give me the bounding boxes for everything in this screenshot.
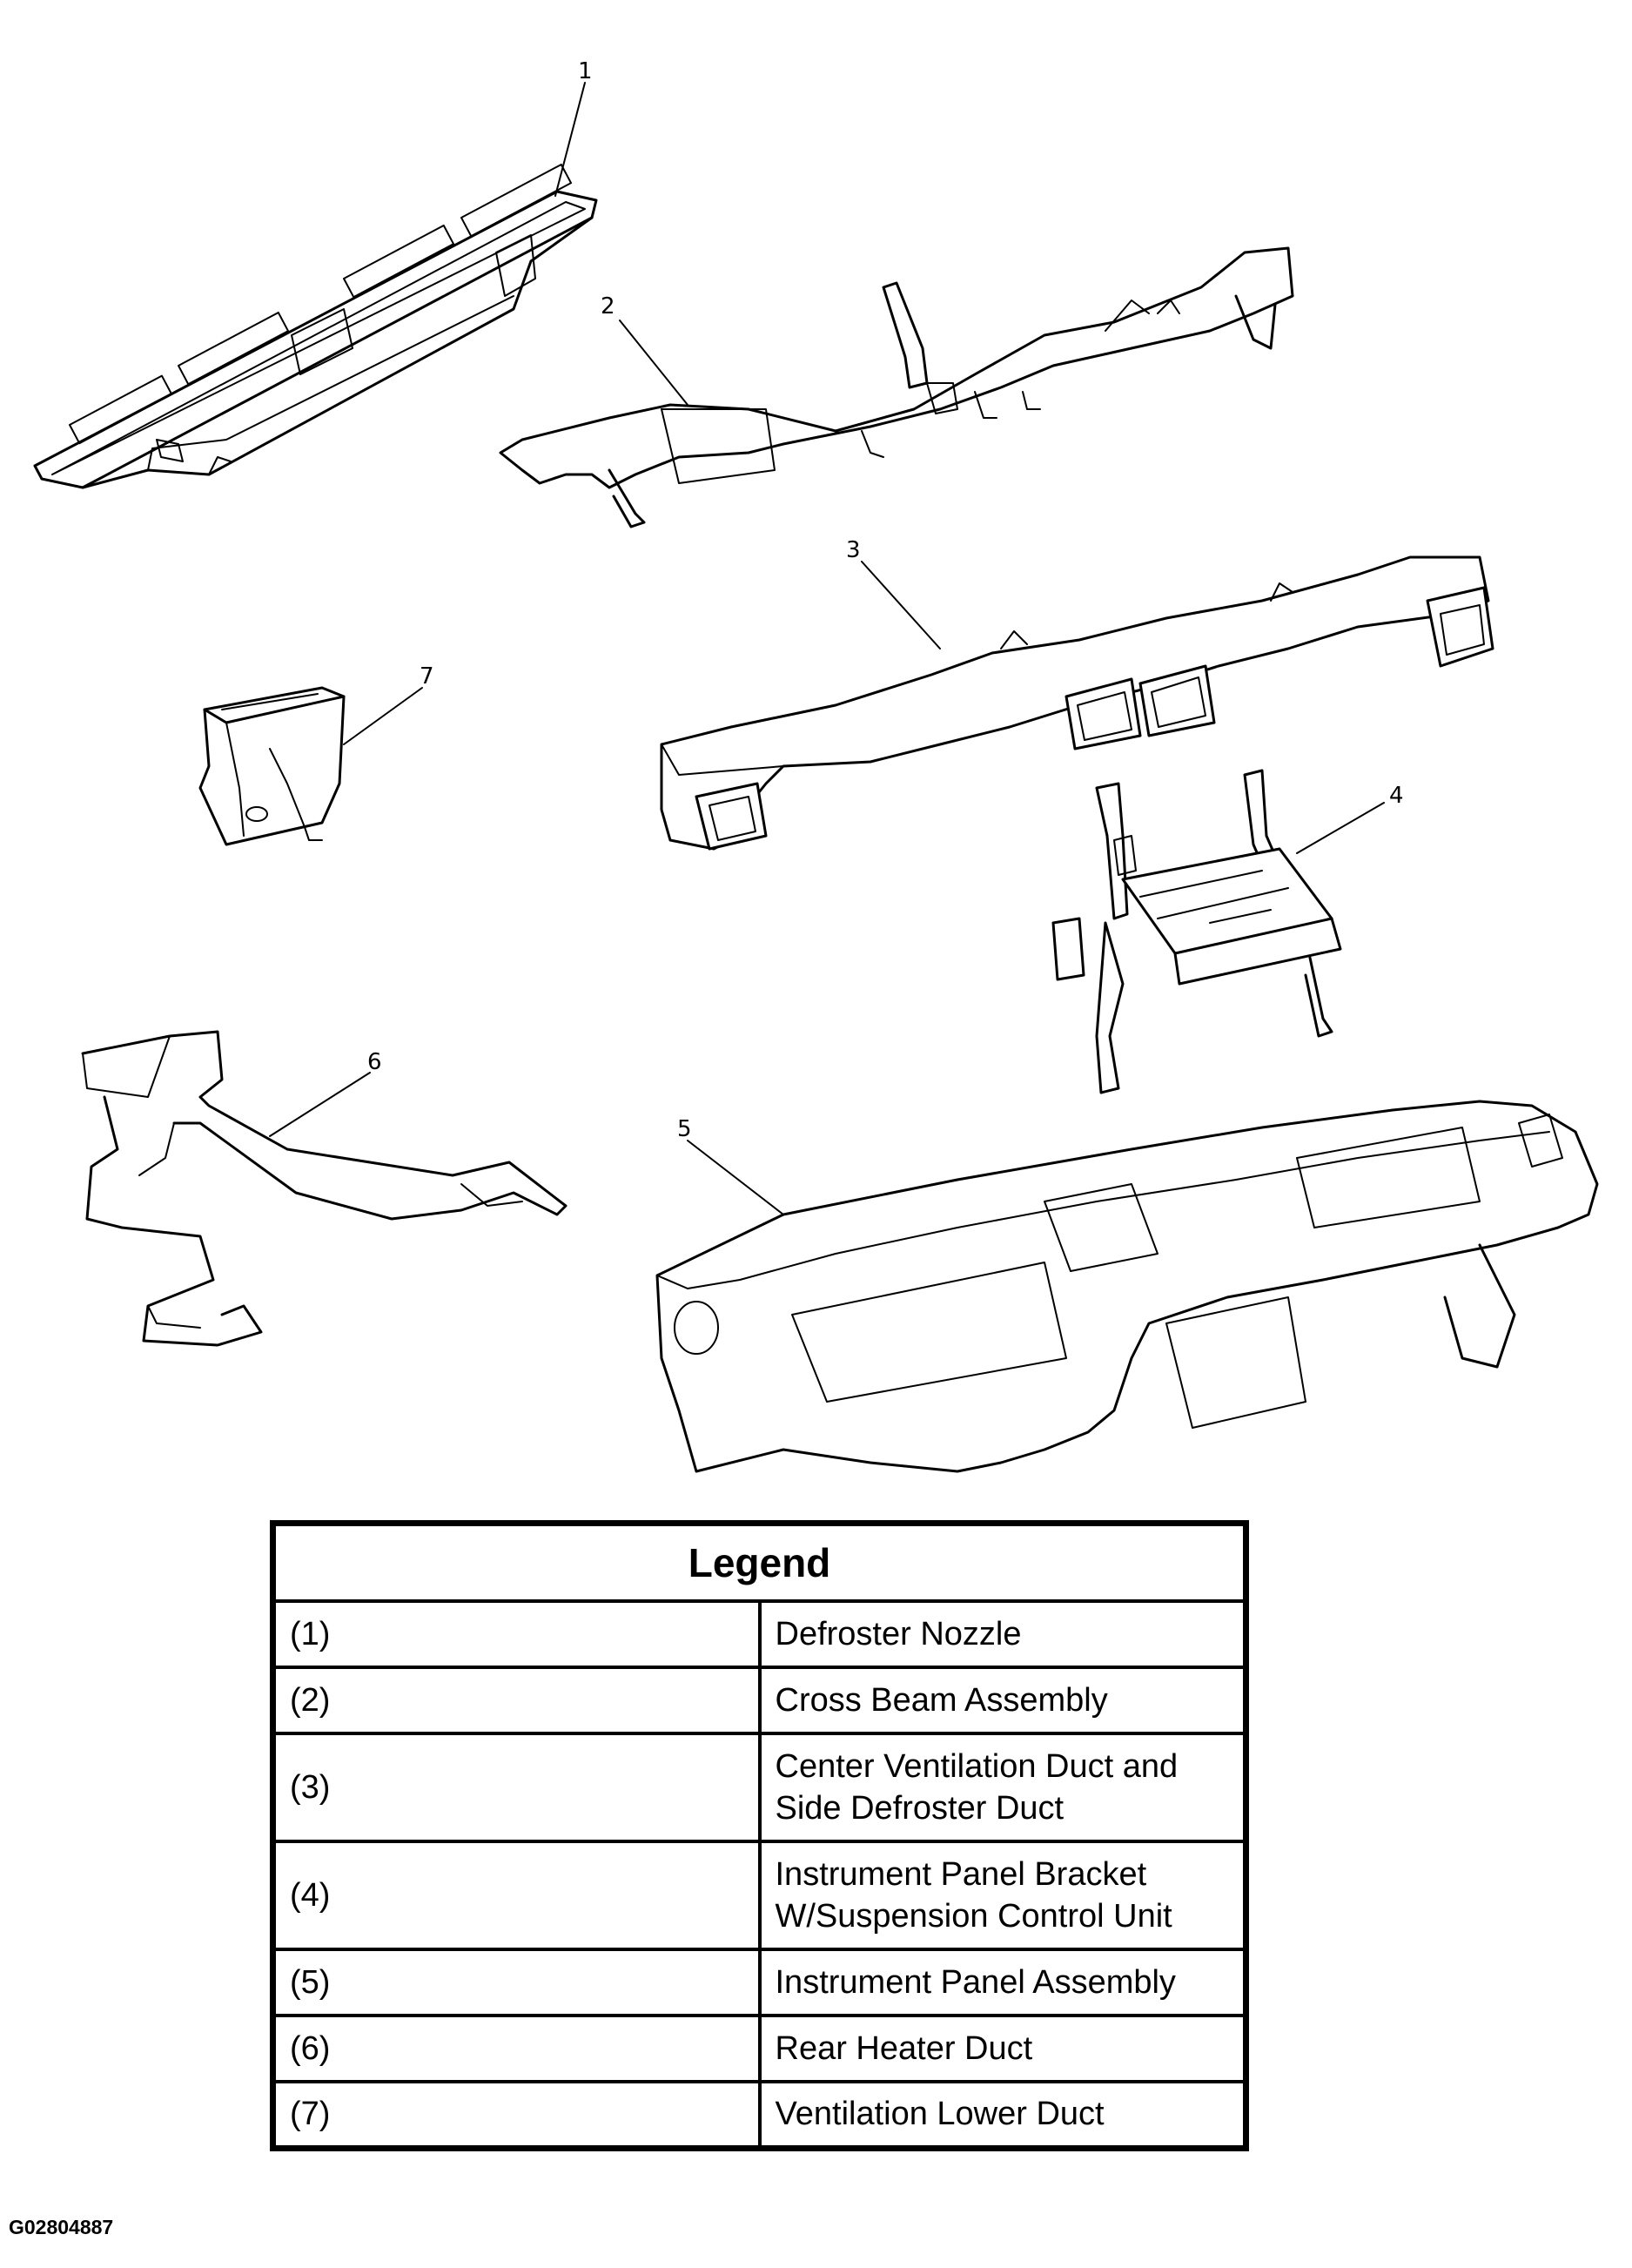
callout-5: 5 (677, 1116, 692, 1142)
callout-3: 3 (846, 537, 861, 563)
legend-row-label: Instrument Panel Assembly (757, 1948, 1248, 2017)
legend-row-number: (1) (271, 1599, 762, 1669)
legend-row-number: (2) (271, 1666, 762, 1735)
legend-table: Legend (1) Defroster Nozzle (2) Cross Be… (270, 1520, 1249, 2151)
callout-6: 6 (367, 1049, 382, 1075)
legend-row-number: (5) (271, 1948, 762, 2017)
callout-2: 2 (601, 293, 615, 320)
legend-row: (5) Instrument Panel Assembly (271, 1948, 1248, 2017)
legend-row-number: (3) (271, 1732, 762, 1843)
legend-row: (1) Defroster Nozzle (271, 1599, 1248, 1669)
legend-row: (4) Instrument Panel Bracket W/Suspensio… (271, 1840, 1248, 1951)
callout-7: 7 (420, 663, 434, 690)
instrument-panel-bracket-part (1051, 769, 1342, 1094)
legend-row-label: Rear Heater Duct (757, 2014, 1248, 2083)
ventilation-lower-duct-part (198, 686, 346, 846)
legend-row: (6) Rear Heater Duct (271, 2014, 1248, 2083)
cross-beam-assembly-part (499, 246, 1294, 528)
rear-heater-duct-part (81, 1030, 568, 1347)
center-ventilation-duct-part (660, 555, 1494, 851)
legend-row-label: Defroster Nozzle (757, 1599, 1248, 1669)
defroster-nozzle-part (33, 163, 598, 489)
instrument-panel-assembly-part (655, 1100, 1599, 1473)
legend-row-number: (6) (271, 2014, 762, 2083)
legend-title: Legend (271, 1521, 1248, 1603)
legend-row-label: Center Ventilation Duct and Side Defrost… (757, 1732, 1248, 1843)
exploded-parts-diagram: 1 2 3 4 5 6 7 (33, 58, 1599, 1473)
legend-row: (3) Center Ventilation Duct and Side Def… (271, 1732, 1248, 1843)
callout-1: 1 (578, 58, 593, 84)
legend-row-label: Instrument Panel Bracket W/Suspension Co… (757, 1840, 1248, 1951)
legend-row-label: Cross Beam Assembly (757, 1666, 1248, 1735)
leader-lines (269, 82, 1385, 1215)
legend-row-number: (7) (271, 2080, 762, 2150)
legend-row-label: Ventilation Lower Duct (757, 2080, 1248, 2150)
legend-row-number: (4) (271, 1840, 762, 1951)
figure-id: G02804887 (9, 2216, 114, 2238)
legend-row: (2) Cross Beam Assembly (271, 1666, 1248, 1735)
callout-4: 4 (1389, 783, 1404, 809)
legend-row: (7) Ventilation Lower Duct (271, 2080, 1248, 2150)
